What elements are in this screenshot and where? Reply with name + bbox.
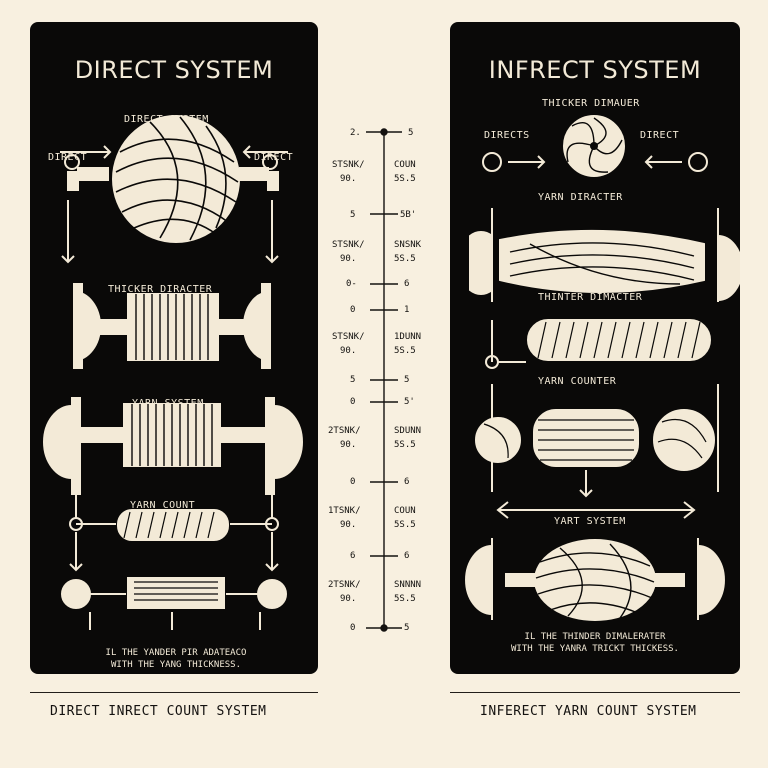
- scale-label: 5S.5: [394, 440, 416, 450]
- scale-label: COUN: [394, 160, 416, 170]
- panel-title: INFRECT SYSTEM: [488, 56, 702, 84]
- scale-label: SDUNN: [394, 426, 422, 436]
- scale-label: 5': [404, 397, 415, 407]
- scale-label: 5: [350, 375, 356, 385]
- scale-label: SNNNN: [394, 580, 422, 590]
- scale-label: 5S.5: [394, 174, 416, 184]
- direct-system-panel: DIRECT SYSTEM DIRECT SYSTEM DIRECT DIREC…: [30, 22, 318, 674]
- scale-label: 2TSNK/: [328, 426, 361, 436]
- stage-label-yarn-count: YARN COUNT: [130, 500, 196, 511]
- stage-label-thicker: THICKER DIRACTER: [108, 284, 213, 295]
- scale-label: STSNK/: [332, 240, 365, 250]
- scale-label: 5: [404, 623, 410, 633]
- indirect-system-panel: INFRECT SYSTEM THICKER DIMAUER DIRECTS D…: [450, 22, 740, 674]
- indirect-system-illustration: [465, 115, 740, 621]
- scale-label: 0-: [346, 279, 357, 289]
- scale-label: SNSNK: [394, 240, 422, 250]
- panel-subtitle: THICKER DIMAUER: [542, 98, 640, 109]
- scale-label: 5S.5: [394, 520, 416, 530]
- scale-label: 6: [350, 551, 356, 561]
- yarn-counter-icon: [475, 384, 719, 498]
- scale-label: 5S.5: [394, 346, 416, 356]
- scale-label: 90.: [340, 440, 357, 450]
- scale-label: 5: [350, 210, 356, 220]
- scale-label: 1: [404, 305, 410, 315]
- scale-label: 6: [404, 551, 410, 561]
- footer-caption-right: INFERECT YARN COUNT SYSTEM: [480, 704, 697, 719]
- footer-rule-right: [450, 692, 740, 693]
- scale-label: 1TSNK/: [328, 506, 361, 516]
- scale-label: 0: [350, 477, 356, 487]
- yarn-ball-icon: [112, 115, 240, 243]
- scale-label: 5S.5: [394, 594, 416, 604]
- yarn-ball-bottom-icon: [465, 538, 725, 621]
- scale-label: COUN: [394, 506, 416, 516]
- yarn-count-scale: 2. 5 STSNK/ COUN 90. 5S.5 5 5B' STSNK/ S…: [326, 120, 442, 640]
- scale-label: 6: [404, 477, 410, 487]
- scale-label: 90.: [340, 520, 357, 530]
- scale-label: 5: [404, 375, 410, 385]
- scale-label: 1DUNN: [394, 332, 422, 342]
- scale-label: 2TSNK/: [328, 580, 361, 590]
- scale-label: 2.: [350, 128, 361, 138]
- scale-label: 5S.5: [394, 254, 416, 264]
- scale-label: 6: [404, 279, 410, 289]
- twisted-yarn-icon: [469, 208, 740, 302]
- thinner-yarn-icon: [485, 319, 711, 369]
- arrow-label-right: DIRECT: [640, 130, 680, 141]
- direct-system-illustration: [43, 115, 303, 630]
- scale-label: STSNK/: [332, 160, 365, 170]
- stage-label-thinner: THINTER DIMACTER: [538, 292, 643, 303]
- small-spool-icon: [61, 577, 287, 630]
- scale-label: 90.: [340, 594, 357, 604]
- scale-label: 0: [350, 397, 356, 407]
- scale-label: 5: [408, 128, 414, 138]
- scale-label: 0: [350, 305, 356, 315]
- panel-title: DIRECT SYSTEM: [74, 56, 274, 84]
- footer-rule-left: [30, 692, 318, 693]
- stage-label-yart-system: YART SYSTEM: [554, 516, 626, 527]
- yarn-swirl-icon: [563, 115, 625, 177]
- scale-label: 0: [350, 623, 356, 633]
- arrow-label-right: DIRECT: [254, 152, 294, 163]
- spool-icon-1: [73, 283, 271, 369]
- stage-label-yarn-diameter: YARN DIRACTER: [538, 192, 623, 203]
- arrow-label-left: DIRECTS: [484, 130, 530, 141]
- scale-label: 90.: [340, 254, 357, 264]
- panel-note: IL THE YANDER PIR ADATEACO WITH THE YANG…: [105, 648, 247, 670]
- spool-icon-2: [43, 397, 303, 495]
- footer-caption-left: DIRECT INRECT COUNT SYSTEM: [50, 704, 267, 719]
- scale-label: 5B': [400, 210, 417, 220]
- scale-label: STSNK/: [332, 332, 365, 342]
- panel-note: IL THE THINDER DIMALERATER WITH THE YANR…: [511, 632, 679, 654]
- stage-label-yarn-counter: YARN COUNTER: [538, 376, 617, 387]
- scale-label: 90.: [340, 346, 357, 356]
- thin-yarn-icon: [69, 492, 279, 572]
- scale-label: 90.: [340, 174, 357, 184]
